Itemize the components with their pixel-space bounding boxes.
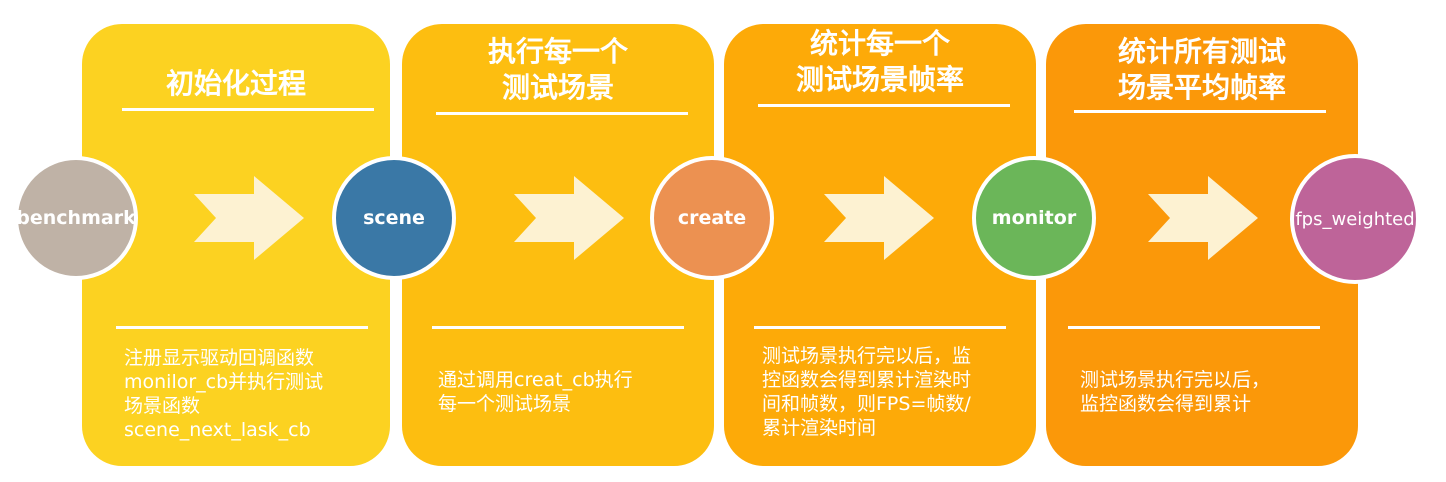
stage-description-execute: 通过调用creat_cb执行 每一个测试场景 [438, 369, 633, 415]
stage-title-execute: 执行每一个 测试场景 [487, 35, 628, 104]
stage-title-divider [436, 112, 688, 115]
node-create: create [650, 156, 774, 280]
stage-title-init: 初始化过程 [165, 67, 306, 100]
node-scene: scene [332, 156, 456, 280]
stage-panel-execute: 执行每一个 测试场景 通过调用creat_cb执行 每一个测试场景 [402, 24, 714, 466]
arrow-right-icon [514, 176, 624, 260]
stage-desc-divider [116, 326, 368, 329]
stage-description-init: 注册显示驱动回调函数 monilor_cb并执行测试 场景函数 scene_ne… [124, 347, 324, 441]
arrow-right-icon [194, 176, 304, 260]
stage-title-divider [758, 104, 1010, 107]
node-benchmark: benchmark [14, 156, 138, 280]
stage-title-average-fps: 统计所有测试 场景平均帧率 [1117, 35, 1286, 104]
stage-desc-divider [1068, 326, 1320, 329]
stage-description-average-fps: 测试场景执行完以后， 监控函数会得到累计 [1080, 369, 1271, 415]
node-monitor: monitor [972, 156, 1096, 280]
stage-desc-divider [754, 326, 1006, 329]
arrow-right-icon [1148, 176, 1258, 260]
arrow-right-icon [824, 176, 934, 260]
stage-title-divider [122, 108, 374, 111]
stage-desc-divider [432, 326, 684, 329]
stage-title-scene-fps: 统计每一个 测试场景帧率 [795, 27, 964, 96]
stage-description-scene-fps: 测试场景执行完以后，监 控函数会得到累计渲染时 间和帧数，则FPS=帧数/ 累计… [762, 345, 972, 439]
node-fps-weighted: fps_weighted [1290, 154, 1420, 284]
stage-title-divider [1074, 110, 1326, 113]
